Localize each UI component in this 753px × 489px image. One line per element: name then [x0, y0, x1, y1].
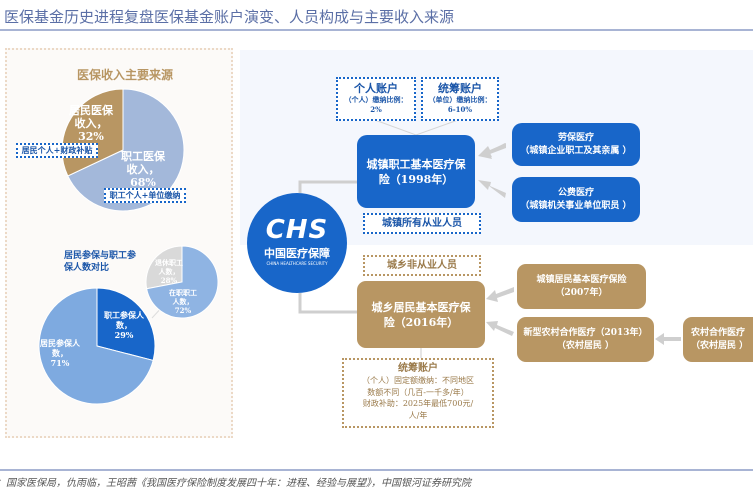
- slice-label-active: 在职职工人数，72%: [169, 288, 197, 315]
- resident-scope: 城乡非从业人员: [363, 255, 481, 276]
- slice-label-employee-income: 职工医保收入，68%: [121, 150, 165, 189]
- urban-resident-insurance-box: 城镇居民基本医疗保险（2007年）: [517, 264, 646, 309]
- title-divider: [0, 29, 753, 31]
- employee-pooled-account-box: 统筹账户（单位）缴纳比例：6-10%: [421, 77, 499, 121]
- arrows: [478, 143, 681, 345]
- employee-scope: 城镇所有从业人员: [363, 213, 481, 234]
- pie-slice: [145, 245, 183, 290]
- page-title: 医保基金历史进程复盘医保基金账户演变、人员构成与主要收入来源: [4, 8, 455, 26]
- labor-insurance-box: 劳保医疗（城镇企业职工及其亲属 ）: [512, 123, 640, 166]
- public-medical-box: 公费医疗（城镇机关事业单位职员 ）: [512, 177, 640, 222]
- insured-pie-title: 居民参保与职工参保人数对比: [64, 251, 137, 273]
- pie-slice: [67, 88, 185, 212]
- slice-label-retired: 退休职工人数，28%: [155, 258, 183, 285]
- employee-sub-pie: [145, 245, 219, 319]
- slice-label-resident-income: 居民医保收入，32%: [69, 104, 113, 143]
- note-employee-income: 职工个人+单位缴纳: [104, 188, 186, 203]
- income-pie-title: 医保收入主要来源: [76, 68, 173, 82]
- employee-insurance-box: 城镇职工基本医疗保险（1998年）: [357, 135, 475, 208]
- insured-pie: [38, 287, 156, 405]
- rural-cooperative-box: 农村合作医疗（农村居民 ）: [683, 317, 753, 362]
- slice-label-employee-insured: 职工参保人数，29%: [104, 310, 144, 340]
- slice-label-resident-insured: 居民参保人数，71%: [40, 338, 80, 368]
- new-rural-cooperative-box: 新型农村合作医疗（2013年）（农村居民 ）: [517, 317, 654, 362]
- chs-logo: CHS 中国医疗保障 CHINA HEALTHCARE SECURITY: [247, 193, 347, 293]
- personal-account-box: 个人账户（个人）缴纳比例：2%: [336, 77, 416, 121]
- connector-resident: [298, 293, 357, 314]
- resident-pooled-account-box: 统筹账户（个人）固定额缴纳：不同地区数额不同（几百-一千多/年）财政补助：202…: [342, 358, 494, 428]
- pie-slice: [146, 245, 219, 319]
- pie-slice: [38, 287, 154, 405]
- footer-divider: [0, 469, 753, 471]
- connector-accounts: [374, 119, 459, 136]
- pie-slice: [96, 287, 156, 362]
- note-resident-income: 居民个人+财政补贴: [16, 143, 98, 158]
- source-note: 源：国家医保局，仇雨临，王昭茜《我国医疗保险制度发展四十年：进程、经验与展望》，…: [0, 478, 471, 489]
- connector-employee: [298, 180, 357, 193]
- resident-insurance-box: 城乡居民基本医疗保险（2016年）: [357, 281, 485, 348]
